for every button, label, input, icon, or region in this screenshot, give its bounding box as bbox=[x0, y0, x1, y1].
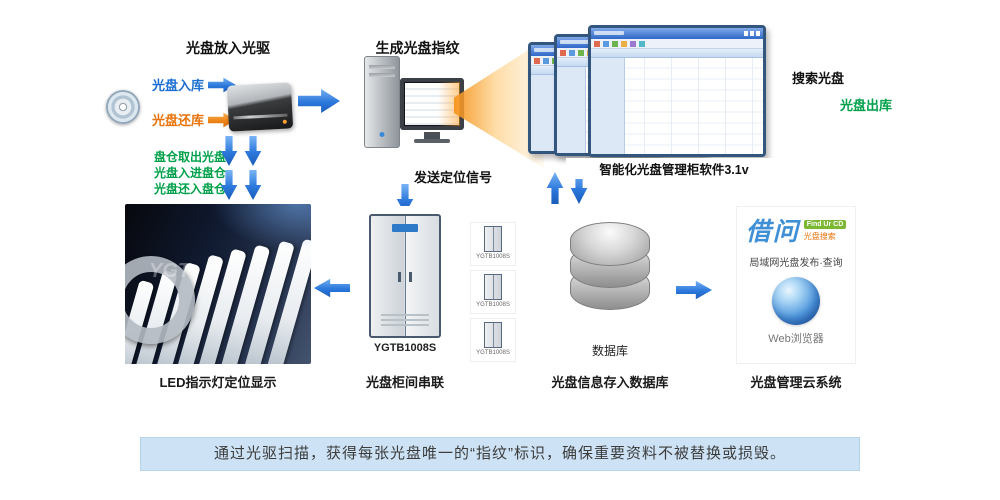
mini-cabinet-image: YGTB1008S bbox=[470, 270, 516, 314]
bin-label-put-in: 光盘入进盘仓 bbox=[153, 166, 226, 180]
cloud-system-card: 借问 Find Ur CD 光盘搜索 局域网光盘发布·查询 Web浏览器 bbox=[736, 206, 856, 364]
database-disk bbox=[570, 222, 650, 266]
disc-out-label: 光盘出库 bbox=[840, 98, 893, 113]
sidebar-panel bbox=[591, 58, 626, 154]
find-ur-cd-badge: Find Ur CD bbox=[803, 220, 847, 229]
drive-tray bbox=[233, 113, 288, 120]
disc-return-label: 光盘还库 bbox=[152, 113, 205, 128]
led-caption: LED指示灯定位显示 bbox=[159, 375, 277, 390]
drive-led bbox=[282, 120, 287, 125]
database-label: 数据库 bbox=[591, 344, 628, 358]
monitor-stand bbox=[424, 132, 440, 139]
mini-cabinet-label: YGTB1008S bbox=[476, 302, 510, 308]
cabinet-caption: 光盘柜间串联 bbox=[365, 375, 444, 390]
table-header bbox=[591, 49, 763, 58]
lan-publish-label: 局域网光盘发布·查询 bbox=[749, 258, 843, 269]
cabinet-handle bbox=[409, 272, 412, 282]
computer-tower bbox=[364, 56, 400, 148]
tower-drive-bay bbox=[369, 73, 395, 77]
cloud-caption: 光盘管理云系统 bbox=[750, 375, 842, 390]
software-window-front bbox=[588, 25, 766, 157]
table-body bbox=[591, 58, 763, 154]
optical-drive-image bbox=[226, 82, 294, 132]
disc-in-label: 光盘入库 bbox=[152, 78, 205, 93]
cabinet-body bbox=[369, 214, 441, 338]
window-titlebar bbox=[591, 28, 763, 39]
bin-action-labels: 盘仓取出光盘 光盘入进盘仓 光盘还入盘仓 bbox=[140, 149, 240, 197]
cd-disc-icon bbox=[106, 90, 140, 124]
mini-cabinet-body bbox=[484, 322, 502, 348]
cloud-logo-row: 借问 Find Ur CD 光盘搜索 bbox=[737, 219, 855, 245]
watermark-text: YGT bbox=[149, 260, 191, 282]
monitor-base bbox=[414, 139, 450, 143]
led-cabinet-photo: YGT bbox=[125, 204, 311, 364]
mini-cabinet-body bbox=[484, 274, 502, 300]
bin-label-return: 光盘还入盘仓 bbox=[153, 182, 226, 196]
arrow-down-icon bbox=[244, 170, 262, 200]
window-toolbar bbox=[591, 39, 763, 49]
led-glow bbox=[211, 204, 311, 250]
arrow-down-icon bbox=[244, 136, 262, 166]
web-globe-icon bbox=[772, 277, 820, 325]
jiewen-logo: 借问 bbox=[745, 218, 800, 246]
cabinet-image: YGTB1008S bbox=[352, 206, 458, 362]
database-cylinder-icon bbox=[570, 222, 650, 310]
screen-glow bbox=[437, 82, 460, 126]
drive-section-title: 光盘放入光驱 bbox=[186, 40, 270, 56]
cabinet-model-label: YGTB1008S bbox=[373, 342, 437, 354]
cabinet-door-split bbox=[405, 216, 406, 336]
arrow-right-icon bbox=[676, 280, 712, 300]
mini-cabinet-image: YGTB1008S bbox=[470, 222, 516, 266]
arrow-left-icon bbox=[314, 278, 350, 298]
footer-banner: 通过光驱扫描，获得每张光盘唯一的“指纹”标识，确保重要资料不被替换或损毁。 bbox=[140, 437, 860, 471]
database-image: 数据库 bbox=[560, 206, 660, 364]
disc-search-tagline: 光盘搜索 bbox=[803, 232, 836, 241]
cabinet-vent bbox=[381, 314, 429, 328]
mini-cabinet-image: YGTB1008S bbox=[470, 318, 516, 362]
power-led bbox=[379, 132, 385, 137]
cabinet-logo-plate bbox=[392, 224, 418, 232]
search-disc-label: 搜索光盘 bbox=[792, 71, 845, 86]
send-signal-label: 发送定位信号 bbox=[414, 170, 493, 185]
sidebar-panel bbox=[531, 75, 557, 151]
arrow-up-icon bbox=[546, 172, 564, 204]
cabinet-handle bbox=[398, 272, 401, 282]
mini-cabinet-label: YGTB1008S bbox=[476, 350, 510, 356]
software-name-caption: 智能化光盘管理柜软件3.1v bbox=[566, 158, 782, 179]
fingerprint-section-title: 生成光盘指纹 bbox=[375, 40, 460, 56]
mini-cabinet-label: YGTB1008S bbox=[476, 254, 510, 260]
mini-cabinet-body bbox=[484, 226, 502, 252]
logo-badges: Find Ur CD 光盘搜索 bbox=[803, 220, 847, 242]
sidebar-panel bbox=[557, 67, 587, 153]
bin-label-take-out: 盘仓取出光盘 bbox=[153, 150, 226, 164]
computer-monitor bbox=[400, 78, 464, 130]
arrow-drive-to-computer-icon bbox=[298, 89, 340, 113]
web-browser-label: Web浏览器 bbox=[768, 333, 824, 345]
database-caption: 光盘信息存入数据库 bbox=[551, 375, 669, 390]
tower-drive-bay bbox=[369, 65, 395, 69]
